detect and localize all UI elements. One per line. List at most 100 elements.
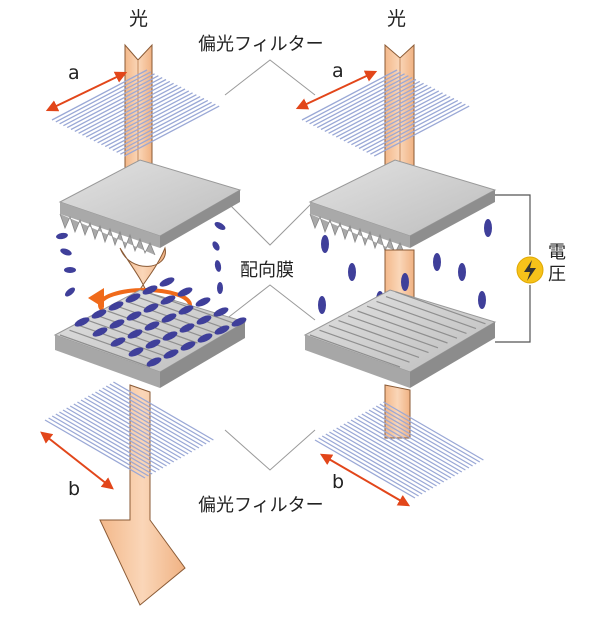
filter-line [366, 305, 458, 339]
filter-line [95, 391, 196, 451]
lc-molecule [144, 321, 160, 331]
filter-line [362, 99, 459, 151]
filter-line [351, 94, 447, 146]
lc-molecule [92, 327, 108, 337]
filter-line [97, 92, 193, 144]
filter-line [385, 296, 477, 330]
filter-line [395, 291, 486, 325]
lc-molecule [179, 323, 195, 333]
filter-line [357, 310, 448, 344]
filter-line [365, 411, 466, 471]
axis-arrow-b-right [319, 453, 411, 507]
filter-line [123, 105, 220, 157]
lc-molecule [127, 329, 143, 339]
alignment-plate-top-left [58, 159, 242, 256]
filter-line [97, 315, 189, 349]
filter-line [116, 305, 208, 339]
axis-label-b-right: b [332, 471, 345, 493]
lc-molecule [108, 301, 124, 311]
filter-line [93, 90, 190, 142]
filter-line [89, 88, 186, 140]
filter-line [109, 383, 211, 443]
voltage-circuit [495, 194, 531, 343]
filter-line [116, 101, 212, 153]
filter-line [368, 409, 470, 469]
filter-line [370, 103, 466, 155]
lc-molecules-side-left [56, 222, 226, 297]
lc-molecule [110, 337, 126, 347]
filter-line [319, 329, 410, 363]
filter-line [338, 320, 429, 354]
filter-line [69, 405, 171, 465]
filter-line [87, 395, 189, 455]
light-beam-exit-left [99, 384, 186, 606]
axis-arrow-a-right [295, 70, 378, 110]
lightning-bolt-icon [516, 256, 544, 284]
filter-line [309, 334, 401, 368]
polarizer-filter-bottom-left [44, 381, 214, 479]
lc-molecule [159, 277, 175, 287]
lc-molecule [146, 357, 162, 367]
light-label-right: 光 [387, 8, 407, 30]
lc-molecule [162, 331, 178, 341]
filter-line [120, 103, 216, 155]
lc-molecule [128, 347, 144, 357]
lc-molecule [143, 303, 159, 313]
filter-line [350, 419, 452, 479]
filter-line [105, 385, 207, 445]
filter-line [335, 86, 432, 138]
filter-line [354, 96, 451, 148]
filter-line [366, 101, 462, 153]
lc-molecule [74, 317, 90, 327]
filter-line [102, 387, 203, 447]
alignment-film-label: 配向膜 [240, 260, 294, 281]
filter-line [91, 393, 193, 453]
filter-line [347, 315, 439, 349]
lc-molecule [161, 313, 177, 323]
polarizer-filter-top-right [301, 69, 470, 157]
lc-molecule [213, 307, 229, 317]
lc-molecule [178, 305, 194, 315]
filter-line [373, 105, 470, 157]
filter-line [383, 401, 484, 461]
filter-line [354, 417, 455, 477]
filter-line [343, 90, 440, 142]
filter-line [358, 97, 455, 150]
filter-line [77, 401, 178, 461]
filter-line [108, 97, 205, 150]
lc-molecule [180, 341, 196, 351]
filter-line [82, 84, 178, 136]
filter-line [357, 415, 459, 475]
lc-molecule [231, 317, 247, 327]
axis-label-b-left: b [68, 478, 81, 500]
filter-line [113, 381, 214, 441]
light-label-left: 光 [129, 8, 149, 30]
axis-label-a-left: a [68, 62, 80, 84]
filter-line [73, 403, 175, 463]
filter-line [361, 413, 463, 473]
filter-line [343, 423, 445, 483]
voltage-label: 電圧 [545, 242, 566, 286]
alignment-plate-bottom-right [303, 289, 497, 388]
filter-line [59, 334, 151, 368]
filter-line [375, 405, 477, 465]
filter-line [379, 403, 481, 463]
filter-line [98, 389, 200, 449]
lc-molecule [196, 315, 212, 325]
axis-arrow-b-left [40, 431, 114, 490]
filter-line [84, 397, 185, 457]
polarizer-label-top: 偏光フィルター [198, 34, 324, 55]
lc-molecule [197, 333, 213, 343]
lc-molecule [163, 349, 179, 359]
lc-molecule [195, 297, 211, 307]
filter-line [376, 300, 467, 334]
filter-line [66, 407, 167, 467]
lc-molecule [142, 285, 158, 295]
filter-line [339, 88, 436, 140]
lc-molecules-bottom-left [74, 277, 247, 367]
filter-line [80, 399, 182, 459]
filter-line [332, 84, 428, 136]
filter-line [347, 92, 443, 144]
axis-label-a-right: a [332, 60, 344, 82]
